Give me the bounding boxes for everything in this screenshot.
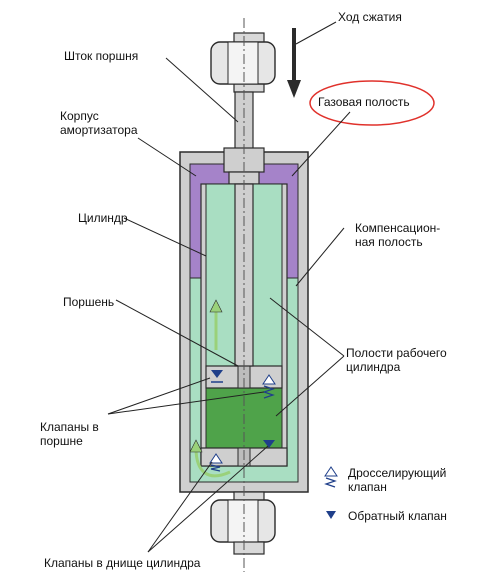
- label-gas-chamber: Газовая полость: [318, 95, 410, 109]
- bottom-bushing: [210, 491, 276, 555]
- leader-lines: [107, 21, 351, 553]
- label-piston: Поршень: [63, 295, 115, 309]
- label-check-valve: Обратный клапан: [348, 509, 447, 523]
- label-cylinder: Цилиндр: [78, 211, 128, 225]
- label-throttle-valve: Дросселирующий клапан: [348, 466, 447, 494]
- label-bottom-valves: Клапаны в днище цилиндра: [44, 556, 201, 570]
- down-arrow-icon: [287, 28, 301, 98]
- label-compensation-chamber: Компенсацион- ная полость: [355, 221, 441, 249]
- label-working-cylinder-chambers: Полости рабочего цилиндра: [346, 346, 447, 374]
- label-damper-body: Корпус амортизатора: [60, 109, 138, 137]
- up-arrow-icon: [209, 299, 223, 350]
- bottom-spring-valve-icon: [209, 453, 223, 472]
- legend-spring-valve-icon: [324, 466, 338, 488]
- label-piston-rod: Шток поршня: [64, 49, 139, 63]
- label-compression-stroke: Ход сжатия: [338, 10, 402, 24]
- top-bushing: [210, 32, 276, 93]
- legend-check-valve-icon: [326, 511, 336, 519]
- highlight-ring: [309, 80, 435, 126]
- piston-check-valve-icon: [211, 370, 223, 383]
- bottom-check-valve-icon: [263, 440, 275, 448]
- label-piston-valves: Клапаны в поршне: [40, 420, 99, 448]
